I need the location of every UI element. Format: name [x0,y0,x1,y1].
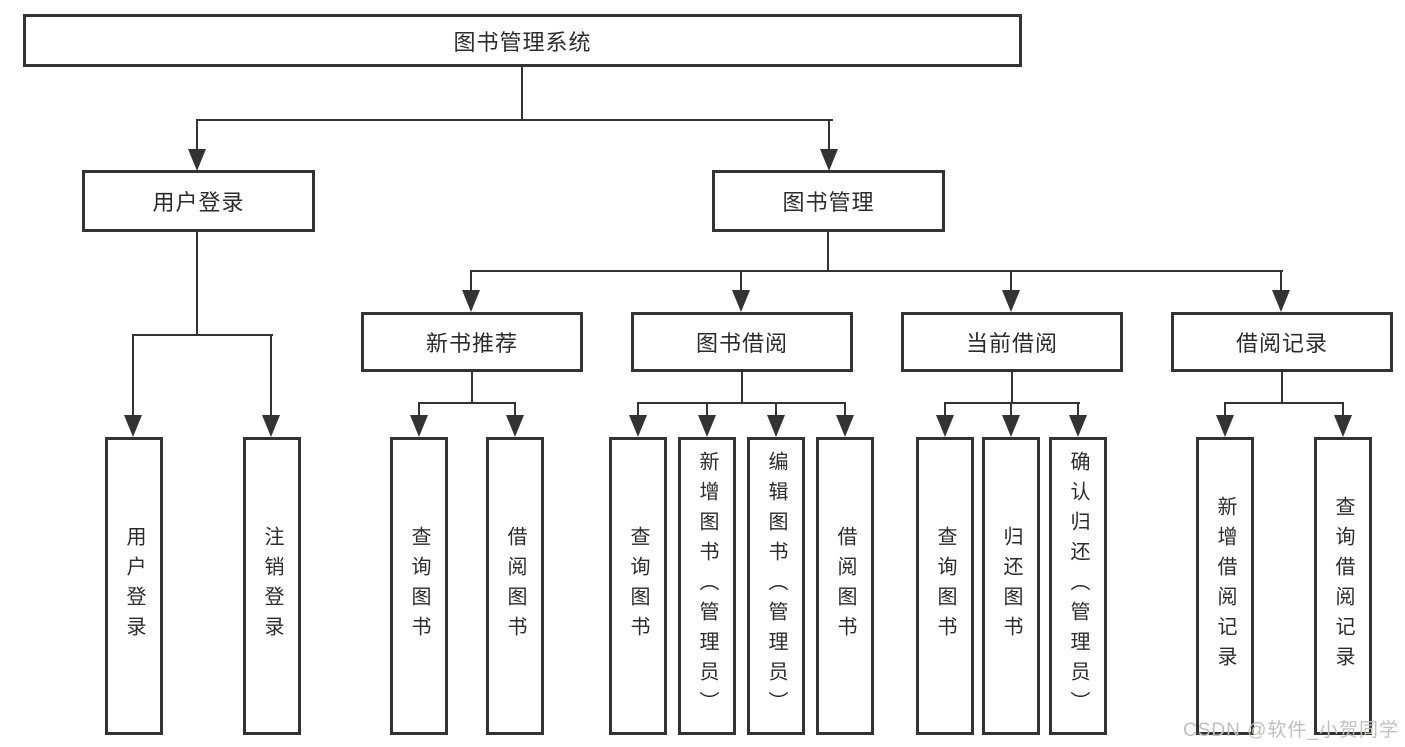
connector-line [1077,402,1079,417]
arrow-down-icon [1069,415,1087,437]
arrow-down-icon [462,290,480,312]
arrow-down-icon [1272,290,1290,312]
connector-line [132,334,134,418]
leaf-label: 归还图书 [1000,526,1022,646]
node-book-borrow: 图书借阅 [631,312,853,372]
connector-line [133,334,273,336]
leaf-query-books-current: 查询图书 [916,437,974,735]
connector-line [1224,402,1344,404]
leaf-label: 确认归还（管理员） [1067,451,1089,721]
connector-line [1281,372,1283,404]
arrow-down-icon [1216,415,1234,437]
arrow-down-icon [188,149,206,171]
connector-line [827,232,829,272]
node-root: 图书管理系统 [23,14,1022,67]
connector-line [418,402,516,404]
arrow-down-icon [506,415,524,437]
node-book-management-branch: 图书管理 [712,170,945,232]
leaf-query-books-recommend: 查询图书 [390,437,448,735]
leaf-borrow-books: 借阅图书 [816,437,874,735]
leaf-query-books-borrow: 查询图书 [609,437,667,735]
connector-line [471,372,473,404]
leaf-label: 查询图书 [408,526,430,646]
connector-line [944,402,946,417]
connector-line [1010,402,1012,417]
arrow-down-icon [936,415,954,437]
connector-line [1224,402,1226,417]
arrow-down-icon [1002,415,1020,437]
arrow-down-icon [1002,290,1020,312]
leaf-label: 注销登录 [261,526,283,646]
leaf-label: 查询借阅记录 [1332,496,1354,676]
arrow-down-icon [1334,415,1352,437]
leaf-label: 新增图书（管理员） [696,451,718,721]
connector-line [418,402,420,417]
leaf-label: 编辑图书（管理员） [765,451,787,721]
leaf-label: 借阅图书 [504,526,526,646]
node-current-borrow: 当前借阅 [901,312,1123,372]
connector-line [1010,270,1012,292]
connector-line [197,119,833,121]
connector-line [196,232,198,336]
leaf-label: 查询图书 [627,526,649,646]
arrow-down-icon [629,415,647,437]
connector-line [514,402,516,417]
connector-line [637,402,639,417]
connector-line [741,372,743,404]
arrow-down-icon [767,415,785,437]
connector-line [637,402,846,404]
node-user-login-branch: 用户登录 [82,170,315,232]
connector-line [470,270,472,292]
watermark: CSDN @软件_小贺同学 [1183,720,1399,741]
leaf-query-borrow-record: 查询借阅记录 [1314,437,1372,735]
connector-line [740,270,742,292]
leaf-label: 用户登录 [123,526,145,646]
connector-line [828,119,830,151]
node-new-book-recommend: 新书推荐 [361,312,583,372]
arrow-down-icon [820,149,838,171]
connector-line [1011,372,1013,404]
connector-line [706,402,708,417]
connector-line [270,334,272,418]
leaf-label: 新增借阅记录 [1214,496,1236,676]
arrow-down-icon [698,415,716,437]
connector-line [521,67,523,120]
node-borrow-record: 借阅记录 [1171,312,1393,372]
connector-line [196,119,198,151]
arrow-down-icon [262,415,280,437]
connector-line [944,402,1080,404]
connector-line [844,402,846,417]
arrow-down-icon [410,415,428,437]
leaf-add-book-admin: 新增图书（管理员） [678,437,736,735]
connector-line [775,402,777,417]
arrow-down-icon [732,290,750,312]
leaf-add-borrow-record: 新增借阅记录 [1196,437,1254,735]
leaf-label: 查询图书 [934,526,956,646]
leaf-confirm-return-admin: 确认归还（管理员） [1049,437,1107,735]
connector-line [1280,270,1282,292]
connector-line [1342,402,1344,417]
leaf-logout: 注销登录 [243,437,301,735]
leaf-user-login: 用户登录 [105,437,163,735]
connector-line [471,270,1283,272]
leaf-edit-book-admin: 编辑图书（管理员） [747,437,805,735]
arrow-down-icon [836,415,854,437]
arrow-down-icon [124,415,142,437]
leaf-borrow-books-recommend: 借阅图书 [486,437,544,735]
leaf-return-books: 归还图书 [982,437,1040,735]
leaf-label: 借阅图书 [834,526,856,646]
